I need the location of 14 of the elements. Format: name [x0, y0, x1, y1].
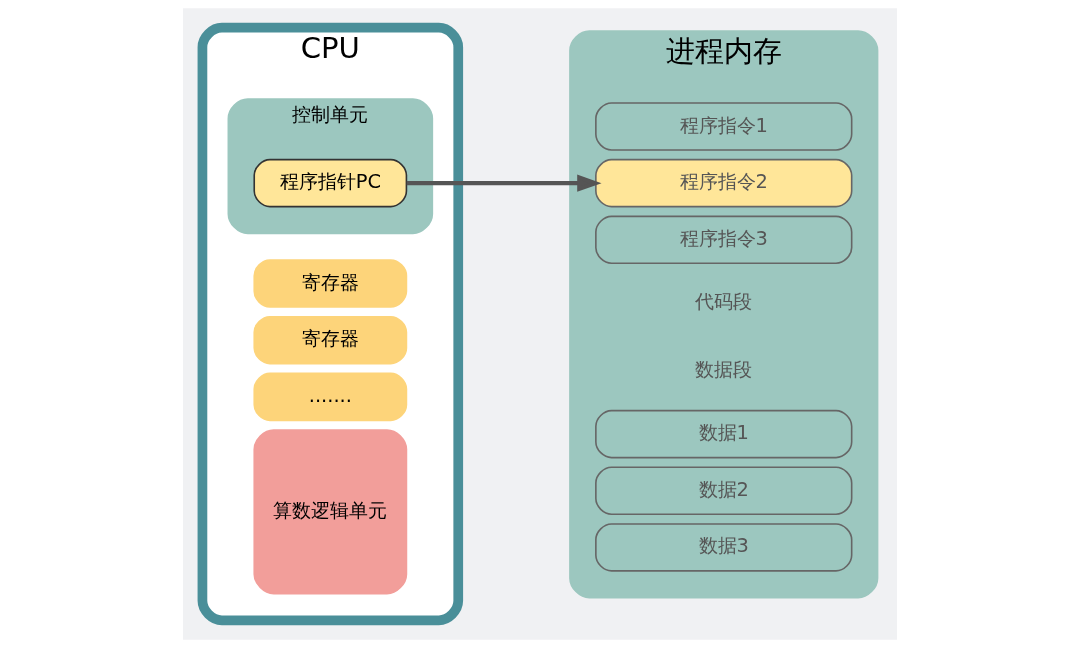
label: 代码段 [695, 289, 753, 313]
node-box: 程序指令1 [595, 102, 853, 151]
arrow [406, 174, 602, 192]
node-box: ....... [253, 372, 408, 422]
node-box: 寄存器 [253, 315, 408, 365]
node-box: 程序指针PC [253, 158, 408, 208]
label: 数据段 [695, 357, 753, 381]
node-box: 数据3 [595, 523, 853, 572]
node-box: 程序指令2 [595, 158, 853, 208]
node-box: 数据2 [595, 466, 853, 516]
node-box: 算数逻辑单元 [253, 429, 408, 595]
node-box: 数据1 [595, 409, 853, 459]
node-box: 程序指令3 [595, 215, 853, 265]
node-box: 寄存器 [253, 259, 408, 308]
